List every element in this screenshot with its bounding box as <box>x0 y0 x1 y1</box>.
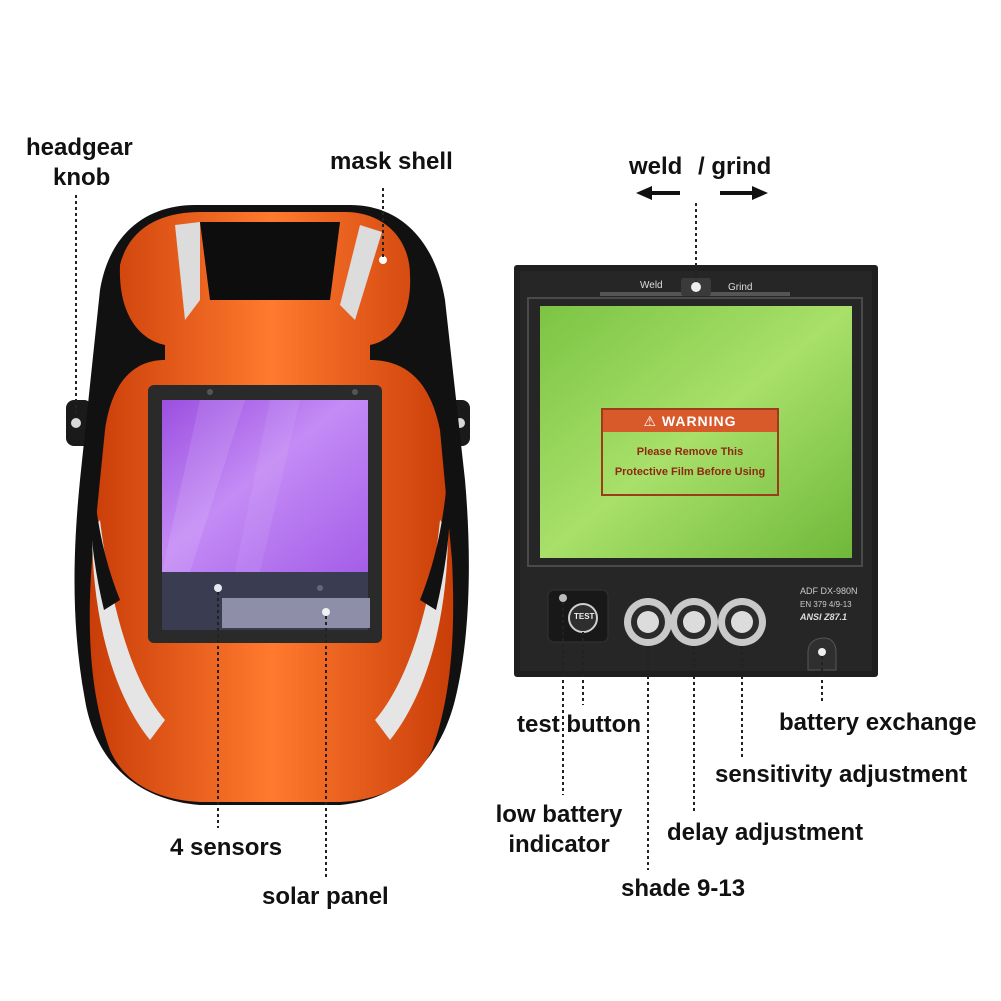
label-solar-panel: solar panel <box>262 883 389 910</box>
label-low-battery-line2: indicator <box>508 831 610 858</box>
warning-title: ⚠ WARNING <box>603 410 777 432</box>
label-delay-adjustment: delay adjustment <box>667 819 864 846</box>
sensitivity-knob[interactable] <box>718 598 766 646</box>
delay-knob[interactable] <box>670 598 718 646</box>
warning-line-2: Protective Film Before Using <box>614 466 766 478</box>
sensor-3 <box>207 389 213 395</box>
switch-label-grind: Grind <box>728 282 753 293</box>
sensor-4 <box>352 389 358 395</box>
label-mask-shell: mask shell <box>330 148 453 175</box>
sensor-2 <box>317 585 323 591</box>
solar-panel <box>222 598 370 628</box>
label-four-sensors: 4 sensors <box>170 834 283 861</box>
viewing-lens <box>162 400 368 572</box>
low-battery-indicator-led <box>559 594 567 602</box>
helmet-stripe-left <box>175 222 200 320</box>
model-text: ADF DX-980N <box>800 586 858 596</box>
test-button-text: TEST <box>574 612 595 621</box>
filter-window <box>540 306 852 558</box>
label-low-battery-line1: low battery <box>495 801 623 828</box>
standard-text: EN 379 4/9-13 <box>800 600 852 609</box>
label-shade: shade 9-13 <box>621 875 746 902</box>
label-grind: / grind <box>698 153 772 180</box>
label-sensitivity-adjustment: sensitivity adjustment <box>715 761 968 788</box>
switch-label-weld: Weld <box>640 280 663 291</box>
sensor-1 <box>214 584 222 592</box>
warning-triangle-icon: ⚠ <box>643 413 657 429</box>
label-test-button: test button <box>517 711 641 738</box>
label-battery-exchange: battery exchange <box>779 709 977 736</box>
weld-arrow-icon <box>636 186 680 200</box>
warning-line-1: Please Remove This <box>636 446 744 458</box>
label-headgear-knob-line2: knob <box>53 164 111 191</box>
helmet-stripe-right <box>340 225 382 320</box>
ansi-text: ANSI Z87.1 <box>800 612 848 622</box>
grind-arrow-icon <box>720 186 768 200</box>
label-headgear-knob-line1: headgear <box>26 134 133 161</box>
warning-sticker: ⚠ WARNING Please Remove This Protective … <box>601 408 779 496</box>
shade-knob[interactable] <box>624 598 672 646</box>
label-weld: weld <box>629 153 683 180</box>
